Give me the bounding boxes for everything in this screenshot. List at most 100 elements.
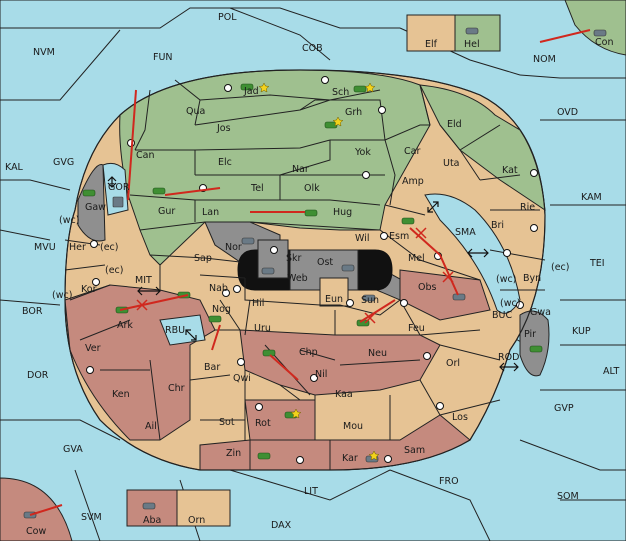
label-dax: DAX [271, 520, 292, 531]
sea-borders [0, 7, 626, 541]
label-her: Her [69, 242, 86, 253]
label-los: Los [452, 412, 468, 423]
label-wil: Wil [355, 233, 369, 244]
label-lit: LIT [304, 486, 318, 497]
label-wc4: (wc) [500, 298, 520, 309]
connection-arrows [107, 176, 519, 372]
move-orders [29, 29, 591, 516]
label-mvu: MVU [34, 242, 56, 253]
label-hel: Hel [464, 39, 480, 50]
label-elf: Elf [425, 39, 438, 50]
label-kal: KAL [5, 162, 24, 173]
label-feu: Feu [408, 323, 425, 334]
label-qua: Qua [186, 106, 205, 117]
label-bri: Bri [491, 220, 504, 231]
label-orn: Orn [188, 515, 205, 526]
region-sma[interactable] [424, 193, 521, 314]
label-esm: Esm [389, 231, 409, 242]
label-aba: Aba [143, 515, 161, 526]
label-svm: SVM [81, 512, 102, 523]
label-gor: GOR [108, 182, 130, 193]
label-obs: Obs [418, 282, 437, 293]
label-nor: Nor [225, 242, 242, 253]
label-cow: Cow [26, 526, 46, 537]
region-orn[interactable] [176, 489, 231, 527]
label-mou: Mou [343, 421, 363, 432]
label-eld: Eld [447, 119, 462, 130]
unit-army [82, 83, 543, 460]
label-pir: Pir [524, 329, 536, 340]
label-kat: Kat [502, 165, 518, 176]
label-rod: ROD [498, 352, 519, 363]
region-elf[interactable] [406, 14, 456, 52]
label-con: Con [595, 37, 613, 48]
label-kar: Kar [342, 453, 358, 464]
label-nar: Nar [292, 164, 309, 175]
label-tei: TEI [589, 258, 605, 269]
label-fro: FRO [439, 476, 459, 487]
label-elc: Elc [218, 157, 232, 168]
label-car: Car [404, 146, 420, 157]
label-dor: DOR [27, 370, 49, 381]
label-kaa: Kaa [335, 389, 353, 400]
label-skr: Skr [286, 253, 302, 264]
label-ail: Ail [145, 421, 157, 432]
star-icons [258, 82, 380, 461]
label-ver: Ver [85, 343, 101, 354]
label-ec2: (ec) [105, 265, 123, 276]
label-jad: Jad [243, 86, 259, 97]
label-sun: Sun [361, 295, 379, 306]
label-orl: Orl [446, 358, 460, 369]
label-can: Can [136, 150, 154, 161]
label-kor: Kor [81, 284, 97, 295]
region-labels: POL FUN COB NVM NOM OVD KAL GVG KAM TEI … [5, 12, 619, 537]
label-sam: Sam [404, 445, 425, 456]
label-gwa: Gwa [530, 307, 551, 318]
continent [64, 69, 550, 471]
label-hug: Hug [333, 207, 352, 218]
label-nom: NOM [533, 54, 556, 65]
label-kam: KAM [581, 192, 602, 203]
label-gvg: GVG [53, 157, 74, 168]
label-lan: Lan [202, 207, 219, 218]
label-gva: GVA [63, 444, 83, 455]
label-gvp: GVP [554, 403, 574, 414]
label-rie: Rie [520, 202, 535, 213]
label-wc3: (wc) [496, 274, 516, 285]
label-mel: Mel [408, 253, 425, 264]
label-nvm: NVM [33, 47, 55, 58]
label-som: SOM [557, 491, 579, 502]
label-sot: Sot [219, 417, 235, 428]
region-gaw[interactable] [77, 163, 106, 242]
label-olk: Olk [304, 183, 320, 194]
label-bar: Bar [204, 362, 220, 373]
region-pir[interactable] [519, 310, 550, 377]
region-eun[interactable] [319, 277, 349, 307]
label-buc: BUC [492, 310, 512, 321]
label-bor: BOR [22, 306, 43, 317]
label-amp: Amp [402, 176, 424, 187]
label-grh: Grh [345, 107, 362, 118]
label-byn: Byn [523, 273, 541, 284]
label-gur: Gur [158, 206, 175, 217]
label-kup: KUP [572, 326, 591, 337]
label-eun: Eun [325, 294, 343, 305]
label-nil: Nil [315, 369, 327, 380]
units [23, 27, 607, 519]
label-chr: Chr [168, 383, 185, 394]
label-ec1: (ec) [100, 242, 118, 253]
label-rbu: RBU [165, 325, 185, 336]
label-jos: Jos [216, 123, 231, 134]
label-ost: Ost [317, 257, 333, 268]
label-zin: Zin [226, 448, 241, 459]
label-sch: Sch [332, 87, 349, 98]
label-alt: ALT [603, 366, 619, 377]
label-qwi: Qwi [233, 373, 251, 384]
label-rot: Rot [255, 418, 271, 429]
label-uru: Uru [254, 323, 271, 334]
label-mit: MIT [135, 275, 152, 286]
label-ec3: (ec) [551, 262, 569, 273]
label-neu: Neu [368, 348, 387, 359]
label-nog: Nog [212, 304, 231, 315]
